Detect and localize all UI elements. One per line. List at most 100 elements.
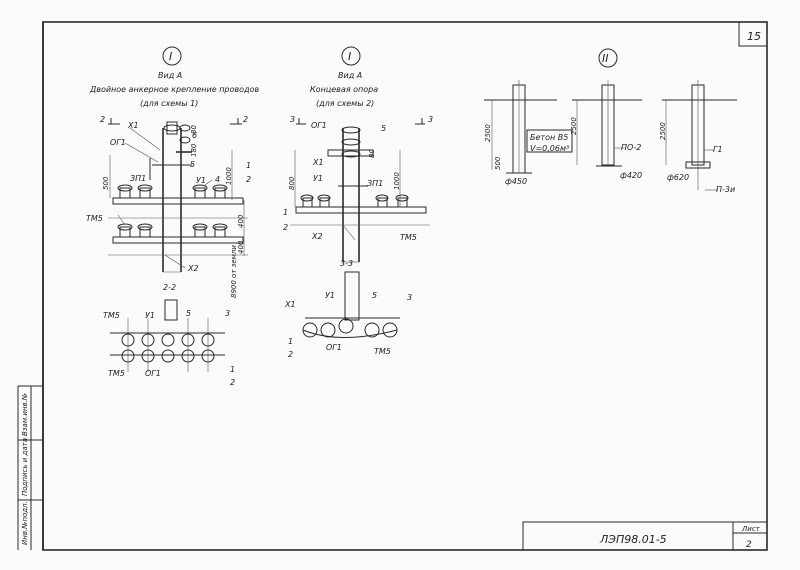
view2-section-3b: 3: [428, 115, 433, 124]
view2-view-label: Вид А: [338, 71, 362, 80]
view2-label-tm5: ТМ5: [400, 233, 417, 242]
view2-insulators: [300, 194, 409, 207]
view3-dim-2500a: 2500: [484, 124, 492, 142]
section33-tm5: ТМ5: [374, 347, 391, 356]
section33-og1: ОГ1: [326, 343, 342, 352]
view1-label-x1: Х1: [127, 121, 139, 130]
section33-1: 1: [288, 337, 293, 346]
doc-code: ЛЭП98.01-5: [599, 533, 667, 546]
view1-label-2: 2: [246, 175, 251, 184]
view3-dim-500: 500: [494, 156, 502, 170]
section22-3: 3: [225, 309, 230, 318]
section33-2: 2: [288, 350, 293, 359]
view1-dim-500: 500: [102, 176, 110, 190]
view1-label-y1: У1: [196, 176, 206, 185]
section33-y1: У1: [325, 291, 335, 300]
view2-label-5: 5: [381, 124, 386, 133]
view1-dim-80: 80: [190, 125, 198, 134]
view3-volume: V=0,06м³: [530, 144, 569, 153]
sheet-number: 2: [746, 540, 752, 550]
section33-x1: Х1: [284, 300, 296, 309]
section-3-3: 3-3 Х1 У1 5 3 1 2 ОГ1 ТМ5: [284, 259, 412, 359]
section22-y1: У1: [145, 311, 155, 320]
view1-dim-400b: 400: [237, 240, 245, 254]
view2-label-1: 1: [283, 208, 288, 217]
view1-label-tm5: ТМ5: [86, 214, 103, 223]
section33-5: 5: [372, 291, 377, 300]
section33-title: 3-3: [340, 259, 353, 268]
view3-diam3: ф620: [667, 173, 689, 182]
view1-caption-1: Двойное анкерное крепление проводов: [89, 85, 259, 94]
view1-label-x2: Х2: [187, 264, 199, 273]
title-block: ЛЭП98.01-5 Лист 2: [522, 521, 768, 551]
view2-caption-2: (для схемы 2): [316, 99, 374, 108]
page-number-box: [738, 21, 768, 47]
view2-label-x1: Х1: [312, 158, 324, 167]
section33-3: 3: [407, 293, 412, 302]
view2-crossarm: [295, 206, 427, 214]
view1-dim-400a: 400: [237, 214, 245, 228]
view1-label-5: 5: [190, 160, 195, 169]
view1-label-og1: ОГ1: [110, 138, 126, 147]
stamp-inv-no: Инв.№подл.: [21, 501, 29, 545]
view2-dim-800: 800: [288, 176, 296, 190]
view1-dim-1000: 1000: [225, 167, 233, 185]
view3-po2: ПО-2: [621, 143, 641, 152]
section22-title: 2-2: [163, 283, 176, 292]
section22-1: 1: [230, 365, 235, 374]
view3-roman: II: [602, 52, 609, 65]
view3-roman-circle: [598, 48, 618, 68]
view2-dim-1000: 1000: [393, 172, 401, 190]
view1-insulators-upper: [117, 184, 228, 198]
view2-label-2: 2: [283, 223, 288, 232]
view1-dim-8900: 8900 от земли: [230, 245, 238, 298]
view1-roman: I: [169, 50, 172, 63]
view3-g1: Г1: [713, 145, 723, 154]
view-2-terminal-support: I Вид А Концевая опора (для схемы 2) 3 3…: [283, 46, 433, 263]
view-1-double-anchor: I Вид А Двойное анкерное крепление прово…: [86, 46, 259, 298]
stamp-sign-date: Подпись и дата: [21, 438, 29, 496]
view2-roman: I: [348, 50, 351, 63]
section22-og1: ОГ1: [145, 369, 161, 378]
view2-label-x2: Х2: [311, 232, 323, 241]
view2-caption-1: Концевая опора: [310, 85, 378, 94]
view1-roman-circle: [162, 46, 182, 66]
view1-view-label: Вид А: [158, 71, 182, 80]
view3-concrete: Бетон В5: [530, 133, 568, 142]
view3-dim-2500b: 2500: [570, 117, 578, 135]
section22-tm5a: ТМ5: [103, 311, 120, 320]
view2-dim-80: 80: [368, 149, 376, 158]
view2-label-y1: У1: [313, 174, 323, 183]
sheet-label: Лист: [741, 525, 761, 533]
section22-2: 2: [230, 378, 235, 387]
view2-roman-circle: [341, 46, 361, 66]
view3-diam2: ф420: [620, 171, 642, 180]
view1-section-2b: 2: [243, 115, 248, 124]
stamp-replace-inv: Взам.инв.№: [21, 393, 29, 436]
page-number: 15: [747, 30, 761, 43]
section22-insulators: [121, 333, 215, 363]
view1-crossarm-upper: [112, 197, 244, 205]
section-2-2: 2-2 ТМ5 ТМ5 У1 ОГ1 5 3 1 2: [103, 283, 235, 387]
view1-section-2a: 2: [100, 115, 105, 124]
view2-section-3a: 3: [290, 115, 295, 124]
view-3-foundations: II 2500 500 Бетон В5 V=0,06м³ ф450 2500 …: [484, 48, 737, 194]
view1-label-zp1: ЗП1: [130, 174, 146, 183]
view1-crossarm-lower: [112, 236, 244, 244]
view2-label-og1: ОГ1: [311, 121, 327, 130]
view1-caption-2: (для схемы 1): [140, 99, 198, 108]
view2-label-zp1: ЗП1: [367, 179, 383, 188]
section22-5: 5: [186, 309, 191, 318]
view1-label-1: 1: [246, 161, 251, 170]
view3-dim-2500c: 2500: [659, 122, 667, 140]
view3-p3u: П-3и: [716, 185, 735, 194]
section22-tm5b: ТМ5: [108, 369, 125, 378]
view1-label-4: 4: [215, 175, 220, 184]
left-stamp: Инв.№подл. Подпись и дата Взам.инв.№: [17, 385, 43, 550]
view1-insulators-lower: [117, 223, 228, 237]
view1-dim-180: 180: [190, 143, 198, 157]
view3-diam1: ф450: [505, 177, 527, 186]
view1-label-6: 6: [192, 131, 197, 140]
